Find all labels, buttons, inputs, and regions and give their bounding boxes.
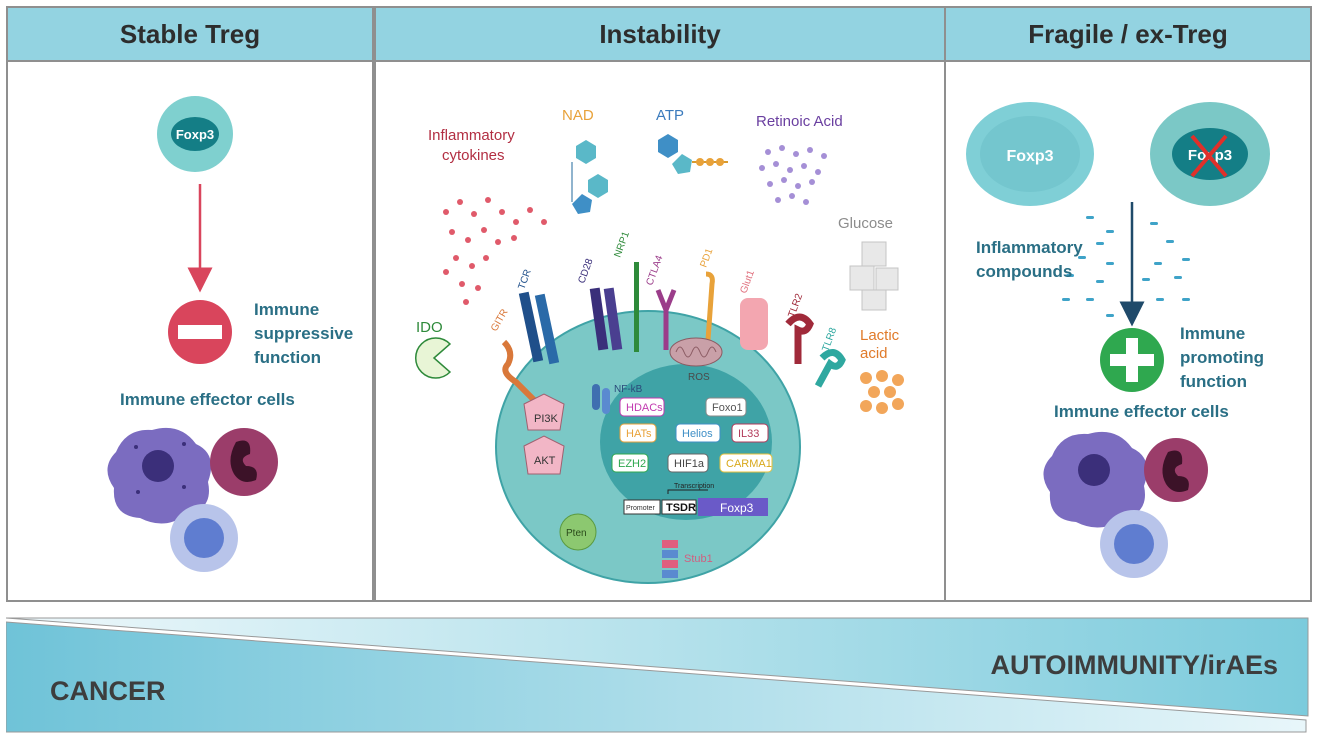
svg-text:PD1: PD1 <box>698 247 715 269</box>
svg-text:NRP1: NRP1 <box>612 230 632 259</box>
immune-suppressive-label: Immune suppressive function <box>254 300 354 367</box>
inflammatory-cytokines-dots <box>443 197 547 305</box>
ido-pacman-icon <box>414 337 452 379</box>
svg-text:CTLA4: CTLA4 <box>644 254 665 287</box>
receptor-ctla4 <box>655 289 677 350</box>
atp-label: ATP <box>656 107 684 124</box>
receptor-cd28 <box>589 287 623 351</box>
ros-label: ROS <box>688 372 710 383</box>
cancer-label: CANCER <box>50 676 166 706</box>
svg-text:cytokines: cytokines <box>442 147 505 164</box>
svg-text:CD28: CD28 <box>576 257 595 285</box>
fragile-treg-title: Fragile / ex-Treg <box>946 8 1310 62</box>
atp-molecule-icon <box>658 134 728 174</box>
svg-text:Glut1: Glut1 <box>738 268 757 295</box>
receptor-tcr <box>518 291 560 365</box>
glucose-cubes-icon <box>849 241 899 311</box>
mitochondria-icon <box>669 337 723 367</box>
svg-text:TSDR: TSDR <box>666 502 696 514</box>
ex-treg-cell: Foxp3 <box>1150 102 1270 206</box>
fragile-effector-macrophage <box>1043 431 1148 528</box>
stub1-label: Stub1 <box>684 553 713 565</box>
autoimmunity-label: AUTOIMMUNITY/irAEs <box>990 650 1278 680</box>
retinoic-acid-label: Retinoic Acid <box>756 113 843 130</box>
immune-promoting-label: Immune promoting function <box>1180 324 1265 391</box>
instability-title: Instability <box>376 8 944 62</box>
foxp3-label: Foxp3 <box>176 127 214 142</box>
stable-treg-diagram: Foxp3 <box>107 96 278 572</box>
svg-text:Helios: Helios <box>682 428 713 440</box>
pten-icon <box>559 513 597 551</box>
pi3k-label: PI3K <box>534 413 559 425</box>
fragile-treg-panel: Fragile / ex-Treg Foxp3 Foxp3 <box>944 6 1312 602</box>
inflammatory-compounds-label: Inflammatory compounds <box>976 238 1083 281</box>
svg-text:EZH2: EZH2 <box>618 458 646 470</box>
svg-text:Foxo1: Foxo1 <box>712 402 743 414</box>
nad-label: NAD <box>562 107 594 124</box>
svg-text:TCR: TCR <box>516 268 533 291</box>
svg-text:acid: acid <box>860 345 888 362</box>
nfkb-icon <box>592 384 610 414</box>
svg-text:Promoter: Promoter <box>626 505 655 512</box>
receptors <box>501 262 846 413</box>
fragile-effector-label: Immune effector cells <box>1054 402 1229 421</box>
foxp3-cell: Foxp3 <box>157 96 233 172</box>
nfkb-label: NF-kB <box>614 384 643 395</box>
cancer-wedge <box>6 621 1307 733</box>
immune-effector-label: Immune effector cells <box>120 390 295 409</box>
instability-panel: Instability Inflammatory cytokines NAD A… <box>374 6 946 602</box>
akt-label: AKT <box>534 455 556 467</box>
pten-label: Pten <box>566 528 587 539</box>
nuclear-factors: HDACs Foxo1 HATs Helios IL33 EZH2 HIF1a … <box>611 397 773 473</box>
pi3k-icon <box>523 393 565 431</box>
svg-text:Foxp3: Foxp3 <box>720 501 754 515</box>
inflammatory-compounds-dots <box>1062 216 1190 317</box>
instability-diagram: Inflammatory cytokines NAD ATP Retinoic … <box>414 107 904 584</box>
svg-text:HATs: HATs <box>626 428 652 440</box>
receptor-tlr8 <box>814 349 846 388</box>
fragile-foxp3-cell: Foxp3 <box>966 102 1094 206</box>
stub1-icon <box>662 540 678 578</box>
fragile-effector-granulocyte <box>1144 438 1208 502</box>
effector-cell-lymphocyte <box>170 504 238 572</box>
receptor-glut1 <box>740 298 768 350</box>
svg-text:HDACs: HDACs <box>626 402 663 414</box>
foxp3-gene: Transcription Promoter TSDR Foxp3 <box>623 483 768 516</box>
svg-text:TLR8: TLR8 <box>820 326 839 353</box>
receptor-tlr2 <box>785 313 814 364</box>
svg-text:HIF1a: HIF1a <box>674 458 705 470</box>
fragile-effector-lymphocyte <box>1100 510 1168 578</box>
receptor-nrp1 <box>634 262 639 352</box>
fragile-foxp3-label: Foxp3 <box>1006 148 1053 165</box>
svg-text:CARMA1: CARMA1 <box>726 458 772 470</box>
akt-icon <box>523 435 565 475</box>
minus-icon <box>168 300 232 364</box>
cross-icon <box>1190 134 1228 178</box>
stable-treg-panel: Stable Treg Foxp3 <box>6 6 374 602</box>
inflammatory-cytokines-label: Inflammatory <box>428 127 515 144</box>
glucose-label: Glucose <box>838 215 893 232</box>
autoimmunity-wedge <box>6 617 1309 717</box>
stable-treg-title: Stable Treg <box>8 8 372 62</box>
receptor-pd1 <box>705 271 715 341</box>
cancer-autoimmunity-gradient: CANCER AUTOIMMUNITY/irAEs <box>6 616 1310 734</box>
fragile-treg-diagram: Foxp3 Foxp3 <box>966 102 1270 578</box>
effector-cell-granulocyte <box>210 428 278 496</box>
ido-label: IDO <box>416 319 443 336</box>
plus-icon <box>1100 328 1164 392</box>
lactic-acid-label: Lactic <box>860 327 900 344</box>
nad-molecule-icon <box>571 140 608 214</box>
svg-text:IL33: IL33 <box>738 428 759 440</box>
svg-text:GITR: GITR <box>489 307 510 333</box>
svg-text:Transcription: Transcription <box>674 483 714 490</box>
lactic-acid-dots <box>860 370 904 414</box>
effector-cell-macrophage <box>107 427 212 524</box>
receptor-gitr <box>501 339 547 413</box>
retinoic-acid-dots <box>759 145 827 205</box>
